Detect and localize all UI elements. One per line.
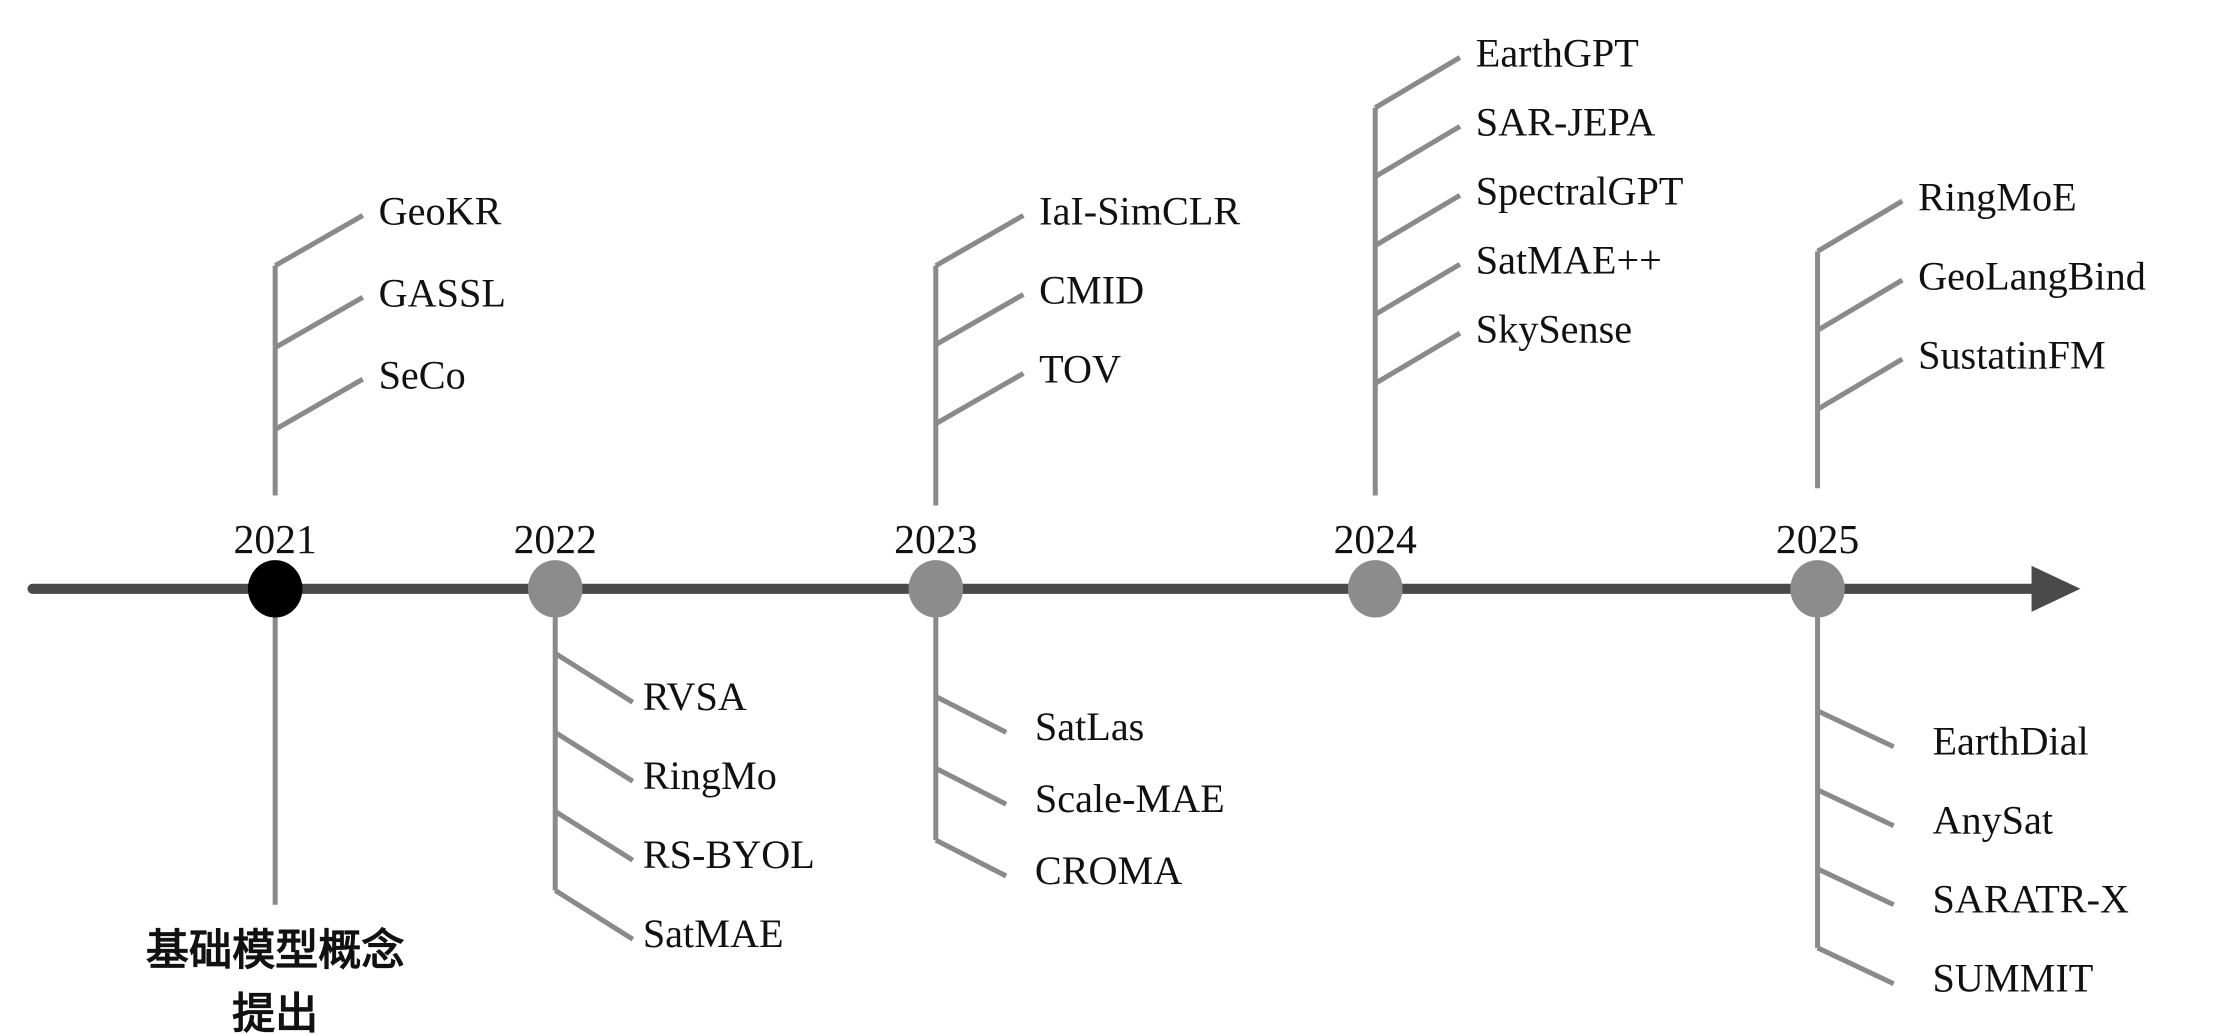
branch-line xyxy=(553,730,635,784)
model-label: SAR-JEPA xyxy=(1476,100,1656,145)
model-label: IaI-SimCLR xyxy=(1039,189,1240,234)
model-label: RingMo xyxy=(643,753,777,798)
model-label: EarthDial xyxy=(1932,719,2088,764)
model-label: RS-BYOL xyxy=(643,832,815,877)
model-label: SatMAE++ xyxy=(1476,237,1662,282)
model-label: CROMA xyxy=(1035,848,1182,893)
branch-line xyxy=(934,766,1008,807)
model-label: SUMMIT xyxy=(1932,956,2093,1001)
model-label: RingMoE xyxy=(1918,174,2077,219)
model-label: SatMAE xyxy=(643,911,784,956)
model-label: AnySat xyxy=(1932,798,2053,843)
branch-line xyxy=(1373,124,1462,179)
year-label: 2021 xyxy=(234,517,317,563)
branch-line xyxy=(1816,277,1904,333)
model-label: RVSA xyxy=(643,674,747,719)
model-label: GeoKR xyxy=(379,189,502,234)
branch-line xyxy=(1373,262,1462,317)
branch-line xyxy=(1373,193,1462,248)
model-label: SatLas xyxy=(1035,704,1144,749)
branch-line xyxy=(934,837,1008,879)
branch-line xyxy=(273,213,365,268)
concept-label-line1: 基础模型概念 xyxy=(146,926,404,976)
year-label: 2022 xyxy=(514,517,597,563)
axis-arrow-icon xyxy=(2031,565,2081,612)
branch-line xyxy=(553,651,635,705)
model-label: CMID xyxy=(1039,268,1144,313)
concept-label-line2: 提出 xyxy=(232,989,318,1034)
model-label: SkySense xyxy=(1476,306,1632,351)
model-label: EarthGPT xyxy=(1476,31,1639,76)
model-label: GASSL xyxy=(379,271,506,316)
year-label: 2023 xyxy=(894,517,977,563)
branch-line xyxy=(1373,331,1462,386)
branch-line xyxy=(273,376,365,432)
branch-line xyxy=(934,371,1025,426)
model-label: TOV xyxy=(1039,347,1121,392)
year-node xyxy=(1347,560,1403,618)
model-label: SpectralGPT xyxy=(1476,169,1684,214)
branch-line xyxy=(934,694,1008,735)
year-label: 2024 xyxy=(1334,517,1417,563)
year-label: 2025 xyxy=(1776,517,1859,563)
year-node xyxy=(527,560,583,618)
branch-line xyxy=(1816,198,1904,254)
branch-line xyxy=(1816,356,1904,412)
branch-line xyxy=(553,888,635,942)
year-node xyxy=(908,560,964,618)
year-node xyxy=(247,560,303,618)
model-label: SustatinFM xyxy=(1918,332,2106,377)
model-label: SeCo xyxy=(379,352,466,397)
branch-line xyxy=(1816,787,1895,829)
branch-line xyxy=(1816,945,1895,987)
branch-line xyxy=(273,295,365,350)
branch-line xyxy=(1373,55,1462,110)
model-label: GeoLangBind xyxy=(1918,253,2146,298)
year-node xyxy=(1790,560,1845,618)
branch-line xyxy=(553,809,635,863)
branch-line xyxy=(934,213,1025,268)
branch-line xyxy=(1816,866,1895,908)
model-label: Scale-MAE xyxy=(1035,776,1225,821)
model-label: SARATR-X xyxy=(1932,877,2129,922)
branch-line xyxy=(1816,708,1895,750)
branch-line xyxy=(934,292,1025,347)
